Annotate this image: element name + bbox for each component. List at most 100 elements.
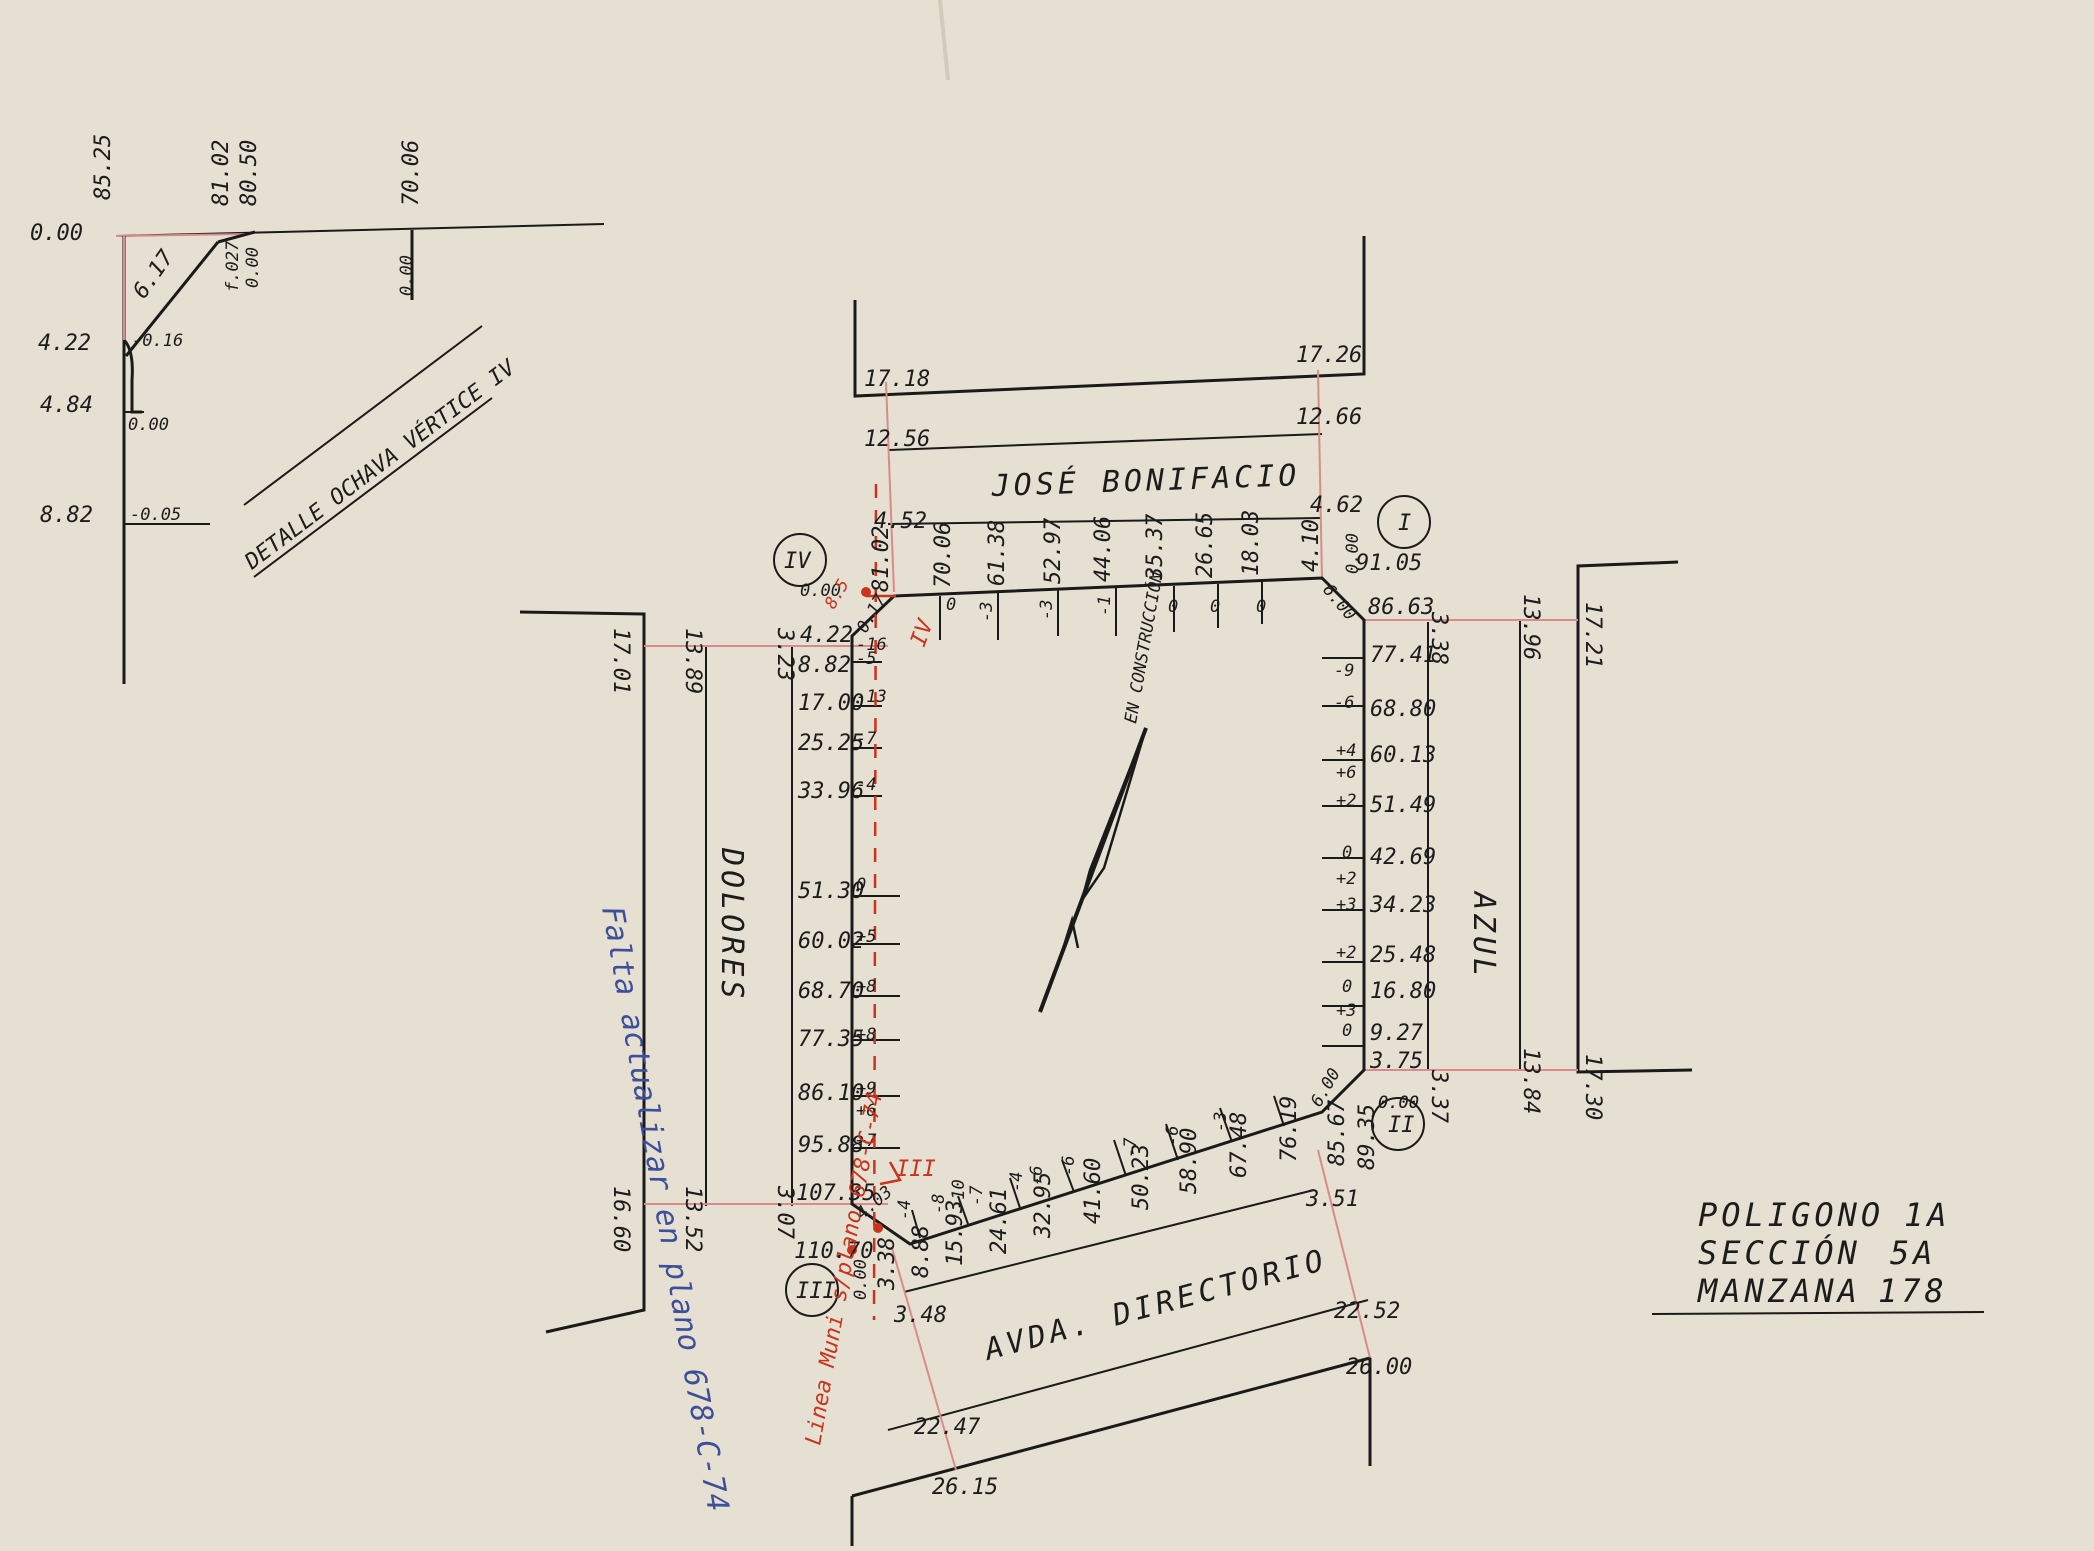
south-chain-8: 76.19 <box>1277 1096 1302 1162</box>
seccion-value: 5A <box>1890 1234 1937 1272</box>
west-offset-0: -16 <box>856 635 887 655</box>
east-offset-3: +6 <box>1336 763 1356 783</box>
vertex-circle-iii <box>785 1263 839 1317</box>
south-dim-5: 26.15 <box>932 1475 998 1500</box>
street-west: DOLORES <box>714 847 749 1002</box>
west-offset-5: 0 <box>856 875 866 895</box>
west-chain-1: 8.82 <box>798 653 851 678</box>
west-offset-11: +7 <box>856 1131 877 1151</box>
east-dim-3: 3.37 <box>1426 1069 1451 1124</box>
vertex-circle-ii <box>1371 1097 1425 1151</box>
detail-left-2: 4.84 <box>40 393 93 418</box>
north-offset-3: -1 <box>1095 596 1115 616</box>
west-chain-10: 95.88 <box>798 1133 864 1158</box>
south-dim-0: 3.38 <box>875 1237 900 1291</box>
detail-top-0: 85.25 <box>91 134 116 200</box>
detail-left-0: 0.00 <box>30 221 83 246</box>
west-dim-0: 3.23 <box>772 627 797 681</box>
west-chain-2: 17.00 <box>798 691 864 716</box>
detail-top-2: 80.50 <box>237 140 262 206</box>
detail-top-1: 81.02 <box>209 140 234 206</box>
east-chain-12: 0.00 <box>1378 1093 1419 1113</box>
east-offset-11: 0 <box>1342 1021 1352 1041</box>
north-offset-1: -3 <box>977 602 997 622</box>
corner-mark-0: 0.00 <box>800 581 841 601</box>
title-block: POLIGONO 1A SECCIÓN 5A MANZANA 178 <box>1651 1196 1985 1315</box>
north-dim-3: 12.66 <box>1296 405 1362 430</box>
north-chain-1: 70.06 <box>931 522 956 588</box>
south-chain-1: 15.93 <box>943 1200 968 1266</box>
south-dim-1: 3.48 <box>893 1303 947 1328</box>
north-arrow <box>1038 727 1148 1013</box>
vertex-i: I <box>1398 511 1411 536</box>
east-chain-7: 34.23 <box>1369 893 1436 918</box>
south-offset-0: -4 <box>895 1200 915 1220</box>
north-chain-7: 18.03 <box>1239 510 1264 576</box>
north-offset-6: 0 <box>1256 597 1266 617</box>
north-offset-5: 0 <box>1210 597 1220 617</box>
east-chain-3: 68.80 <box>1370 697 1436 722</box>
south-dim-3: 22.47 <box>914 1415 981 1440</box>
north-offset-0: 0 <box>946 595 956 615</box>
east-dim-0: 3.38 <box>1426 611 1451 665</box>
east-offset-2: +4 <box>1336 741 1356 761</box>
south-dim-2: 3.51 <box>1305 1187 1359 1212</box>
detail-top-3: 70.06 <box>399 140 424 206</box>
detail-mark-3: -0.05 <box>130 505 181 525</box>
poligono-value: 1A <box>1904 1196 1951 1234</box>
west-dim-3: 3.07 <box>772 1185 797 1240</box>
west-chain-7: 68.70 <box>798 979 864 1004</box>
detail-mark-5: 0.00 <box>397 255 417 296</box>
detail-mark-1: -0.16 <box>132 331 183 351</box>
north-dim-2: 12.56 <box>864 427 930 452</box>
corner-mark-7: 0.00 <box>851 1259 871 1300</box>
west-chain-6: 60.02 <box>798 929 864 954</box>
east-chain-4: 60.13 <box>1370 743 1436 768</box>
south-dim-4: 22.52 <box>1334 1299 1400 1324</box>
east-offset-7: +3 <box>1336 895 1356 915</box>
detail-misc: f.027 <box>223 240 243 292</box>
south-chain-0: 8.88 <box>909 1225 934 1278</box>
south-offset-2: -10 <box>949 1179 969 1210</box>
north-offset-4: 0 <box>1168 597 1178 617</box>
west-chain-3: 25.25 <box>798 731 864 756</box>
seccion-label: SECCIÓN <box>1698 1233 1861 1272</box>
east-chain-13: 89.35 <box>1355 1104 1380 1170</box>
south-offset-7: -7 <box>1121 1137 1141 1158</box>
east-chain-10: 9.27 <box>1370 1021 1424 1046</box>
vertex-iii: III <box>796 1279 836 1304</box>
west-offset-2: -13 <box>856 687 887 707</box>
south-offset-6: -6 <box>1059 1156 1079 1176</box>
corner-mark-6: 0.00 <box>1378 1093 1419 1113</box>
west-offset-9: +9 <box>856 1079 876 1099</box>
vertex-ii: II <box>1388 1113 1415 1138</box>
south-chain-4: 41.60 <box>1081 1158 1106 1224</box>
north-chain-0: 81.02 <box>869 526 894 592</box>
south-dim-6: 26.00 <box>1346 1355 1412 1380</box>
east-offset-1: -6 <box>1334 693 1354 713</box>
corner-mark-4: 0.00 <box>1343 533 1363 574</box>
south-offset-1: -8 <box>929 1194 949 1214</box>
west-offset-4: -4 <box>856 775 876 795</box>
east-chain-0: 91.05 <box>1356 551 1422 576</box>
south-chain-2: 24.61 <box>987 1188 1012 1254</box>
east-offset-8: +2 <box>1336 943 1356 963</box>
north-chain-2: 61.38 <box>985 520 1010 586</box>
east-chain-1: 86.63 <box>1368 595 1434 620</box>
west-offset-3: -7 <box>856 729 877 749</box>
west-offset-7: +8 <box>856 977 876 997</box>
east-chain-5: 51.49 <box>1370 793 1436 818</box>
west-dim-4: 13.52 <box>680 1186 705 1252</box>
south-offset-3: -7 <box>967 1185 987 1206</box>
east-offset-9: 0 <box>1342 977 1352 997</box>
north-dim-4: 4.52 <box>874 509 927 534</box>
vertex-iv: IV <box>784 549 812 574</box>
south-chain-6: 58.90 <box>1177 1128 1202 1194</box>
west-offset-10: +6 <box>856 1101 876 1121</box>
west-chain-0: 4.22 <box>800 623 853 648</box>
west-chain-5: 51.30 <box>798 879 864 904</box>
west-chain-12: 110.70 <box>794 1239 873 1264</box>
west-dim-5: 16.60 <box>608 1186 633 1252</box>
street-lines <box>519 236 1693 1546</box>
